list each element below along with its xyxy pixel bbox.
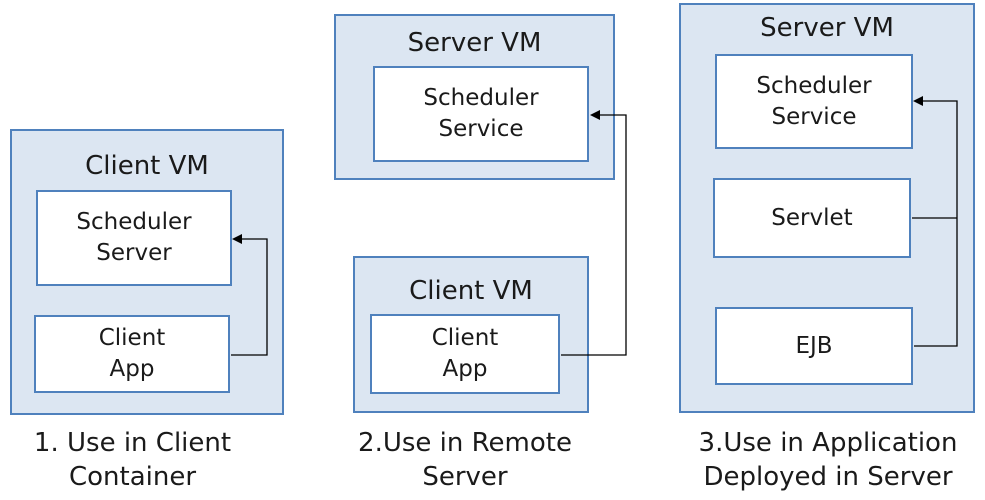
scheduler-server-label-line2: Server xyxy=(96,240,172,266)
arrowhead-scheduler-service-2 xyxy=(590,110,600,120)
client-app-2-label-line1: Client xyxy=(431,325,499,351)
caption-scenario-3: 3.Use in Application Deployed in Server xyxy=(680,426,976,494)
caption-3-line1: 3.Use in Application xyxy=(698,428,958,458)
scheduler-service-3-label-line1: Scheduler xyxy=(756,72,872,99)
scheduler-service-box-3: Scheduler Service xyxy=(715,54,913,149)
client-app-label-line2: App xyxy=(109,356,155,382)
connector-remote-client-to-scheduler-service xyxy=(561,114,627,356)
servlet-box: Servlet xyxy=(713,178,911,258)
scheduler-service-3-label-line2: Service xyxy=(771,103,857,130)
client-vm-title-2: Client VM xyxy=(409,276,533,306)
scheduler-service-box-2: Scheduler Service xyxy=(373,66,589,162)
scheduler-server-box: Scheduler Server xyxy=(36,190,232,286)
client-app-label-line1: Client xyxy=(98,325,166,351)
server-vm-title-3: Server VM xyxy=(760,13,894,43)
caption-scenario-1: 1. Use in Client Container xyxy=(0,426,265,494)
caption-3-line2: Deployed in Server xyxy=(703,462,953,492)
caption-1-line2: Container xyxy=(68,462,197,492)
caption-1-line1: 1. Use in Client xyxy=(33,428,232,458)
client-app-2-label-line2: App xyxy=(442,356,488,382)
server-vm-title: Server VM xyxy=(407,28,542,58)
scheduler-server-label-line1: Scheduler xyxy=(76,209,192,235)
servlet-label: Servlet xyxy=(771,204,853,231)
arrowhead-scheduler-server xyxy=(232,234,242,244)
arrowhead-scheduler-service-3 xyxy=(913,96,923,106)
client-app-box-1: Client App xyxy=(34,315,230,393)
client-app-box-2: Client App xyxy=(370,314,560,394)
client-vm-title: Client VM xyxy=(85,151,209,181)
ejb-label: EJB xyxy=(795,332,833,359)
scheduler-service-label-line2: Service xyxy=(438,116,524,142)
caption-scenario-2: 2.Use in Remote Server xyxy=(330,426,600,494)
ejb-box: EJB xyxy=(715,307,913,385)
scheduler-service-label-line1: Scheduler xyxy=(423,85,539,111)
connector-ejb-to-scheduler-service xyxy=(914,100,958,347)
caption-2-line1: 2.Use in Remote xyxy=(358,428,572,458)
connector-client-app-to-scheduler-server xyxy=(231,238,268,356)
caption-2-line2: Server xyxy=(422,462,508,492)
